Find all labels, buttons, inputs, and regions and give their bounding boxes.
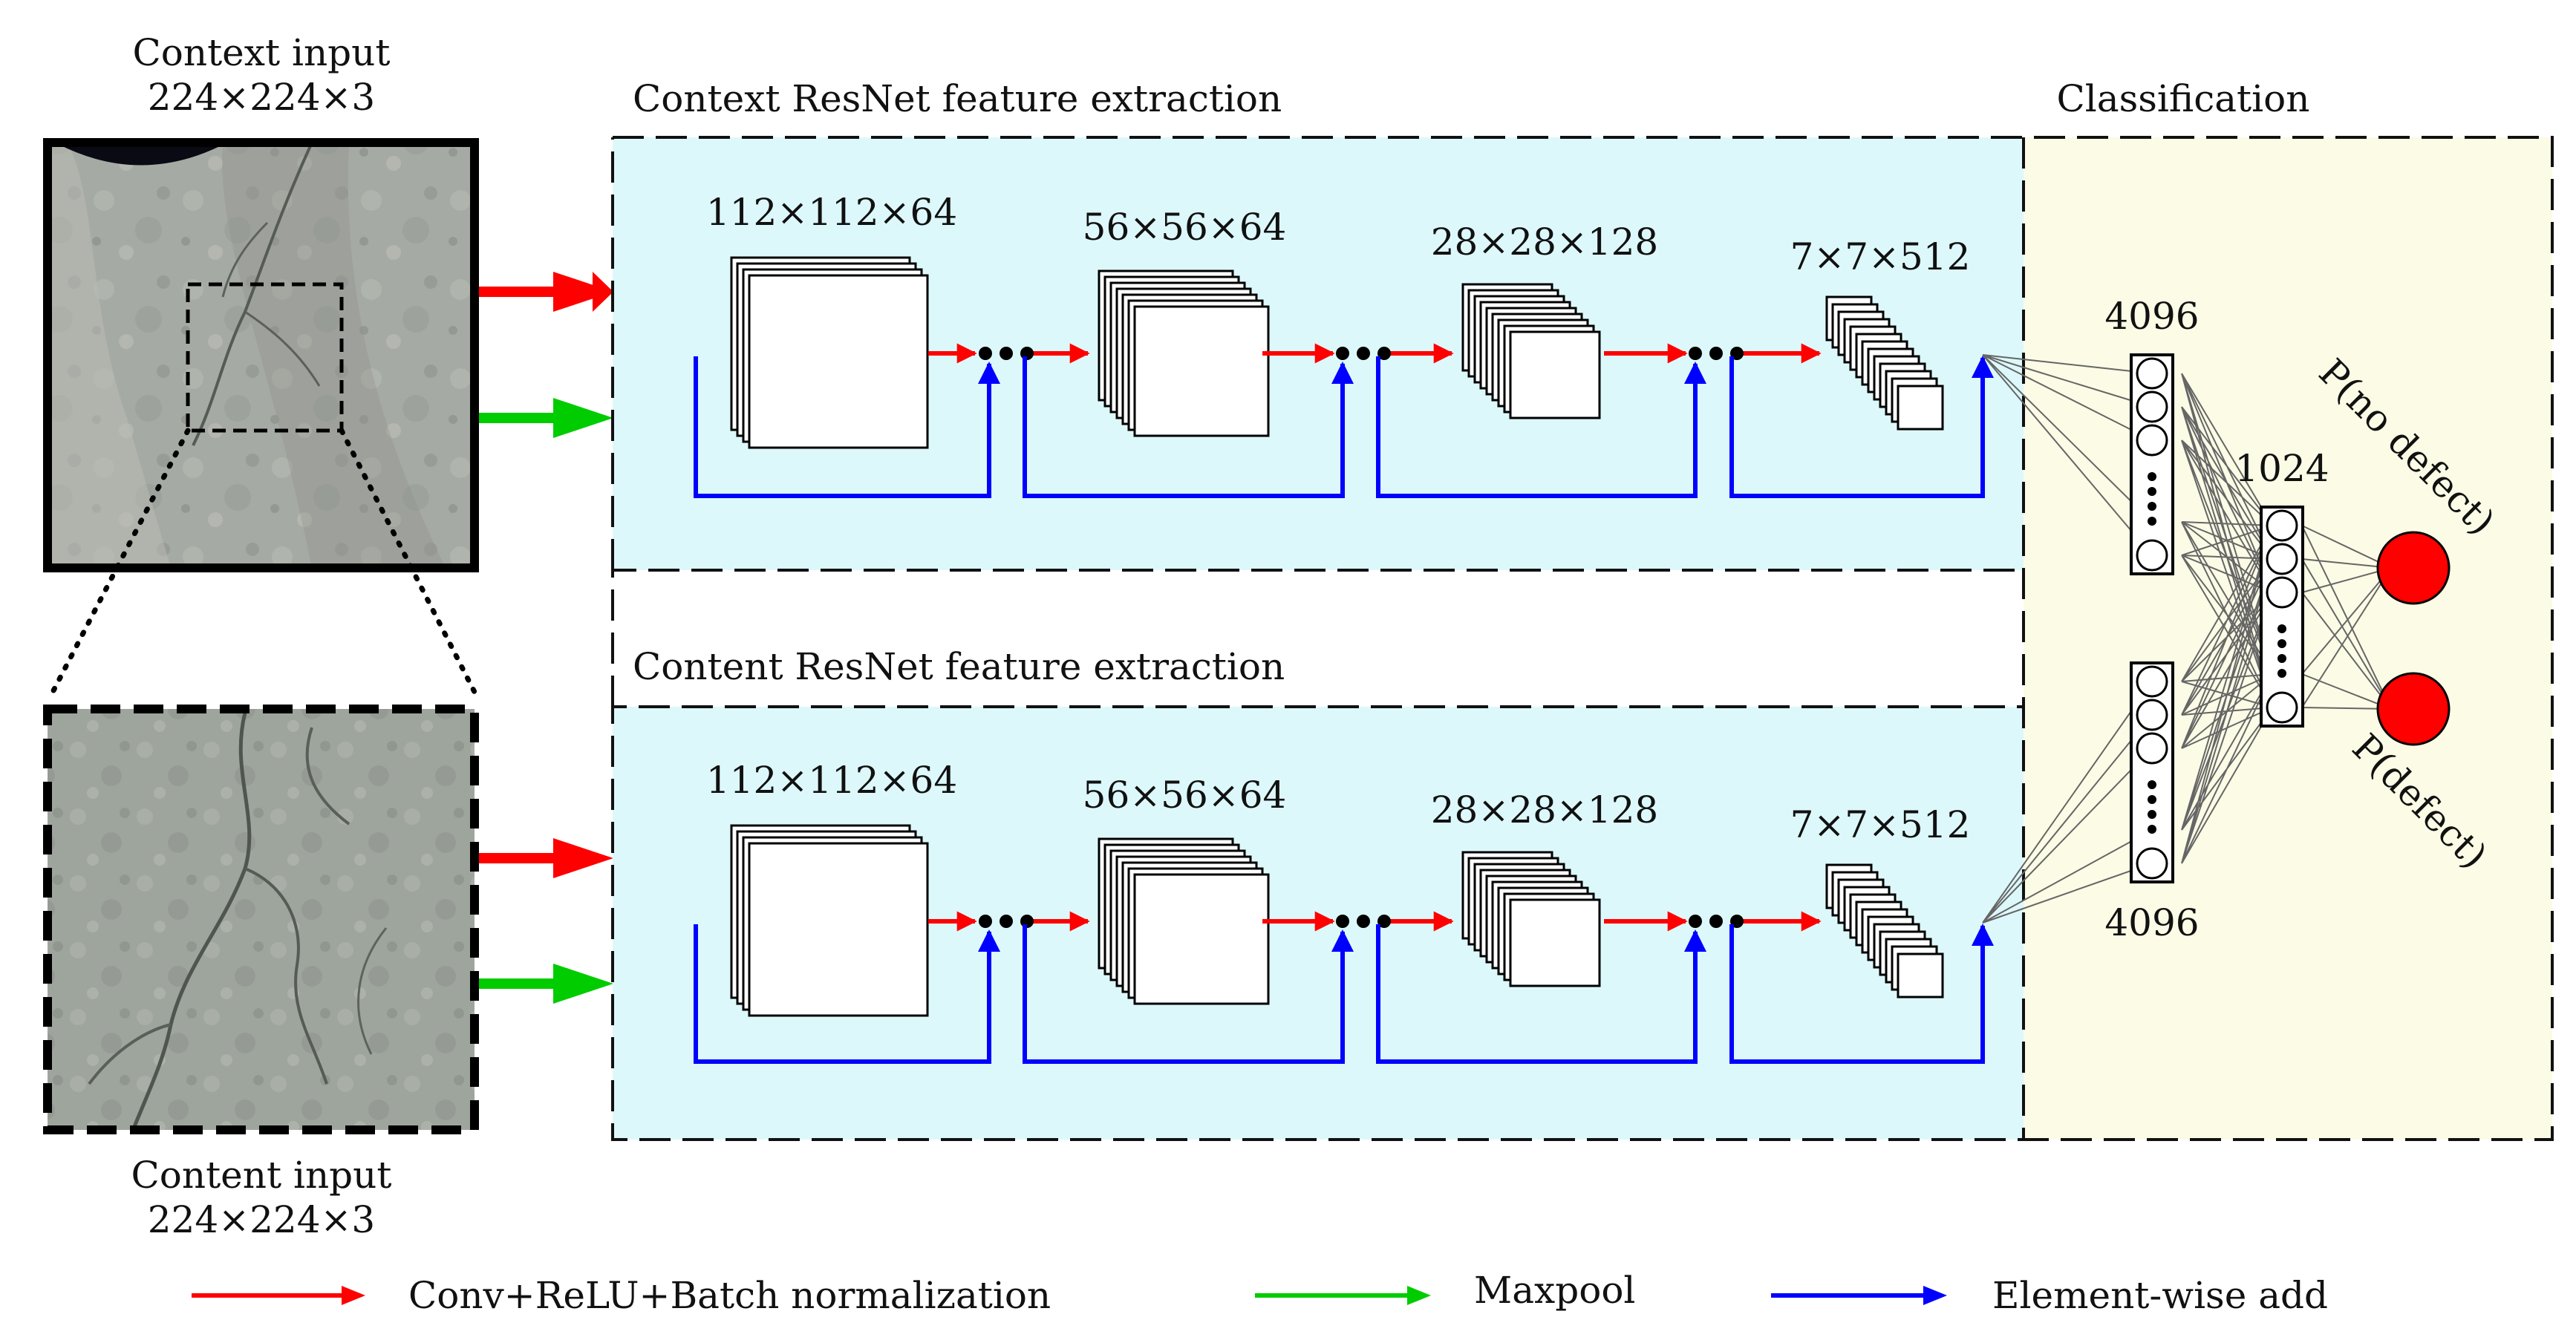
context-stage-1-maps bbox=[730, 256, 929, 449]
context-stage-4-label: 7×7×512 bbox=[1790, 235, 1971, 278]
content-stage-3-label: 28×28×128 bbox=[1431, 788, 1658, 831]
content-branch-title: Content ResNet feature extraction bbox=[633, 645, 1285, 688]
context-stage-3-maps bbox=[1461, 283, 1601, 419]
context-ellipsis-dots bbox=[979, 347, 1744, 360]
zoom-region-box bbox=[186, 282, 344, 433]
fc-merge-layer bbox=[2260, 506, 2304, 728]
fc-merge-units-label: 1024 bbox=[2234, 447, 2329, 490]
zoom-line-right bbox=[339, 428, 480, 699]
content-stage-4-maps bbox=[1825, 863, 1944, 999]
context-stage-1-label: 112×112×64 bbox=[706, 191, 957, 234]
content-stage-1-label: 112×112×64 bbox=[706, 759, 957, 802]
content-skip-connections bbox=[694, 924, 1994, 1064]
output-node-no-defect bbox=[2376, 531, 2451, 605]
context-input-image bbox=[43, 138, 479, 572]
panel-borders bbox=[611, 136, 2554, 1141]
content-branch: 112×112×64 56×56×64 28×28×128 7×7×512 bbox=[694, 759, 1994, 1064]
context-stage-2-label: 56×56×64 bbox=[1083, 206, 1287, 249]
legend-conv-item: Conv+ReLU+Batch normalization bbox=[192, 1274, 1051, 1317]
fc-top-units-label: 4096 bbox=[2104, 295, 2199, 338]
context-stage-4-maps bbox=[1825, 295, 1944, 431]
context-input-title: Context input bbox=[133, 31, 391, 74]
content-stage-1-maps bbox=[730, 824, 929, 1017]
content-input-image bbox=[43, 705, 479, 1134]
fc-bottom-layer bbox=[2130, 661, 2174, 883]
input-arrows bbox=[479, 272, 613, 1004]
content-input-title: Content input bbox=[131, 1154, 392, 1197]
legend: Conv+ReLU+Batch normalization Maxpool El… bbox=[192, 1269, 2328, 1317]
legend-add-item: Element-wise add bbox=[1771, 1274, 2328, 1317]
content-stage-2-label: 56×56×64 bbox=[1083, 774, 1287, 817]
legend-maxpool-label: Maxpool bbox=[1474, 1269, 1635, 1312]
content-stage-4-label: 7×7×512 bbox=[1790, 803, 1971, 846]
context-stage-3-label: 28×28×128 bbox=[1431, 220, 1658, 264]
zoom-line-left bbox=[48, 428, 191, 699]
fc-connections bbox=[1982, 354, 2392, 924]
fc-bottom-units-label: 4096 bbox=[2104, 901, 2199, 944]
context-skip-connections bbox=[694, 356, 1994, 498]
context-input-dims: 224×224×3 bbox=[148, 76, 375, 119]
context-branch: 112×112×64 56×56×64 28×28×128 7×7×512 bbox=[694, 191, 1994, 498]
content-stage-3-maps bbox=[1461, 851, 1601, 987]
content-input-dims: 224×224×3 bbox=[148, 1198, 375, 1241]
fc-top-layer bbox=[2130, 353, 2174, 575]
classification-title: Classification bbox=[2057, 77, 2310, 120]
context-branch-title: Context ResNet feature extraction bbox=[633, 77, 1282, 120]
legend-add-label: Element-wise add bbox=[1992, 1274, 2328, 1317]
legend-conv-label: Conv+ReLU+Batch normalization bbox=[408, 1274, 1051, 1317]
content-stage-2-maps bbox=[1098, 837, 1270, 1005]
legend-maxpool-item: Maxpool bbox=[1255, 1269, 1635, 1312]
output-node-defect bbox=[2376, 672, 2451, 746]
context-stage-2-maps bbox=[1098, 269, 1270, 437]
